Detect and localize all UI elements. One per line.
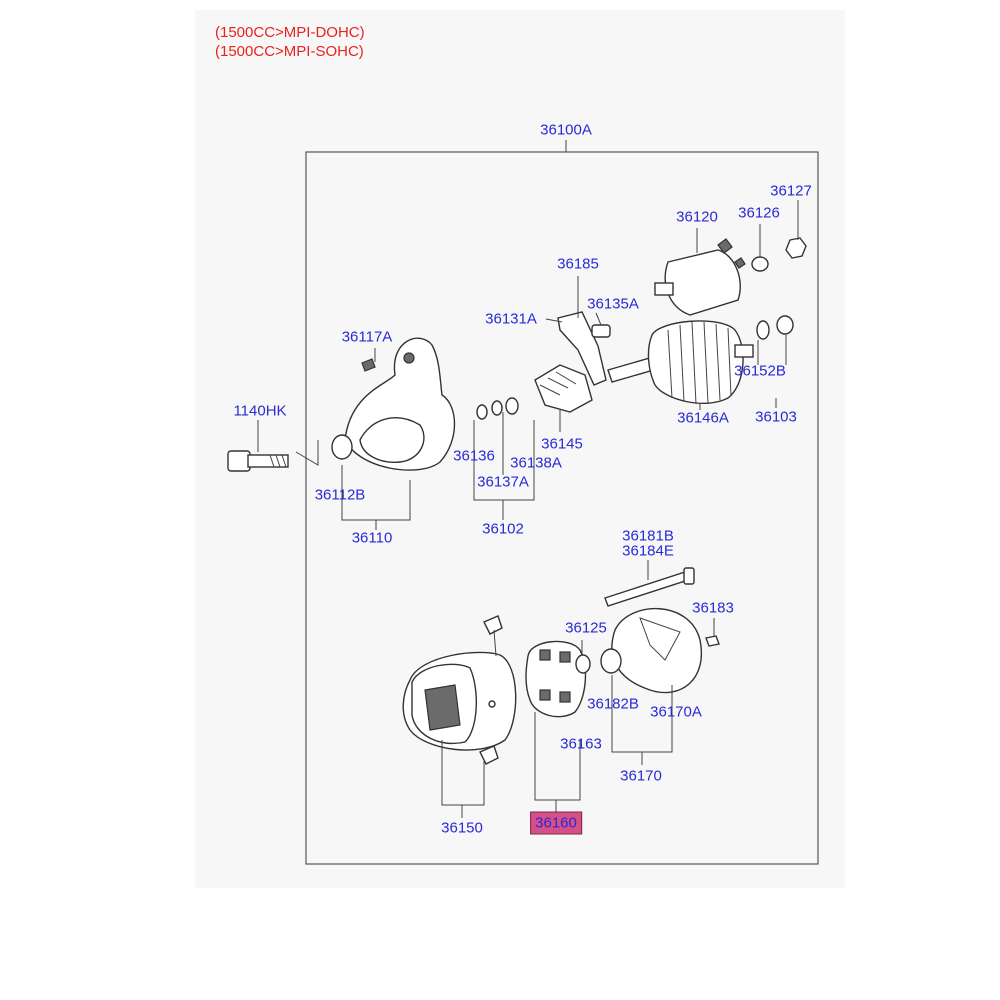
part-label-36181b[interactable]: 36181B	[622, 527, 674, 545]
part-label-36136[interactable]: 36136	[453, 447, 495, 465]
part-label-36170a[interactable]: 36170A	[650, 703, 702, 721]
part-label-36138a[interactable]: 36138A	[510, 454, 562, 472]
part-label-36150[interactable]: 36150	[441, 819, 483, 837]
part-label-36185[interactable]: 36185	[557, 255, 599, 273]
part-label-36100a[interactable]: 36100A	[540, 121, 592, 139]
part-label-36127[interactable]: 36127	[770, 182, 812, 200]
pinion-gear-part	[534, 364, 593, 413]
part-label-36112b[interactable]: 36112B	[314, 486, 366, 504]
part-label-36137a[interactable]: 36137A	[477, 473, 529, 491]
ring-36138a-part	[505, 397, 519, 415]
solenoid-part	[654, 238, 746, 316]
engine-note-dohc: (1500CC>MPI-DOHC)	[215, 24, 365, 41]
bracket-36112b	[295, 440, 319, 466]
screw-36183-part	[705, 635, 720, 647]
screw-36117a-part	[361, 358, 376, 372]
engine-note-sohc: (1500CC>MPI-SOHC)	[215, 43, 364, 60]
nut-36127-part	[785, 237, 807, 259]
yoke-part	[402, 615, 517, 765]
washer-36126-part	[751, 256, 769, 272]
part-label-36146a[interactable]: 36146A	[677, 409, 729, 427]
part-label-36160-selected[interactable]: 36160	[530, 811, 582, 835]
lever-part	[557, 311, 611, 386]
part-label-36184e[interactable]: 36184E	[622, 542, 674, 560]
part-label-36102[interactable]: 36102	[482, 520, 524, 538]
rear-cover-part	[600, 608, 703, 694]
part-label-36135a[interactable]: 36135A	[587, 295, 639, 313]
part-label-36170[interactable]: 36170	[620, 767, 662, 785]
bracket-36160	[534, 712, 581, 801]
bracket-36137a	[473, 420, 535, 501]
ring-36136-part	[476, 404, 488, 420]
front-housing-part	[331, 337, 456, 471]
part-label-36120[interactable]: 36120	[676, 208, 718, 226]
ring-part	[491, 400, 503, 416]
washer-part	[776, 315, 794, 335]
part-label-36117a[interactable]: 36117A	[341, 328, 393, 346]
part-label-36152b[interactable]: 36152B	[734, 362, 786, 380]
part-label-36125[interactable]: 36125	[565, 619, 607, 637]
brush-holder-part	[525, 640, 591, 718]
washer-36152b-part	[756, 320, 770, 340]
part-label-36183[interactable]: 36183	[692, 599, 734, 617]
part-label-36182b[interactable]: 36182B	[587, 695, 639, 713]
assembly-frame	[305, 151, 819, 865]
bracket-36150	[441, 740, 485, 806]
bolt-part	[227, 450, 289, 472]
part-label-36103[interactable]: 36103	[755, 408, 797, 426]
part-label-1140hk[interactable]: 1140HK	[233, 402, 287, 420]
through-bolt-part	[604, 567, 695, 607]
part-label-36110[interactable]: 36110	[351, 529, 393, 547]
part-label-36145[interactable]: 36145	[541, 435, 583, 453]
part-label-36163[interactable]: 36163	[560, 735, 602, 753]
armature-part	[607, 320, 754, 405]
diagram-panel	[195, 10, 845, 888]
part-label-36126[interactable]: 36126	[738, 204, 780, 222]
part-label-36131a[interactable]: 36131A	[485, 310, 537, 328]
